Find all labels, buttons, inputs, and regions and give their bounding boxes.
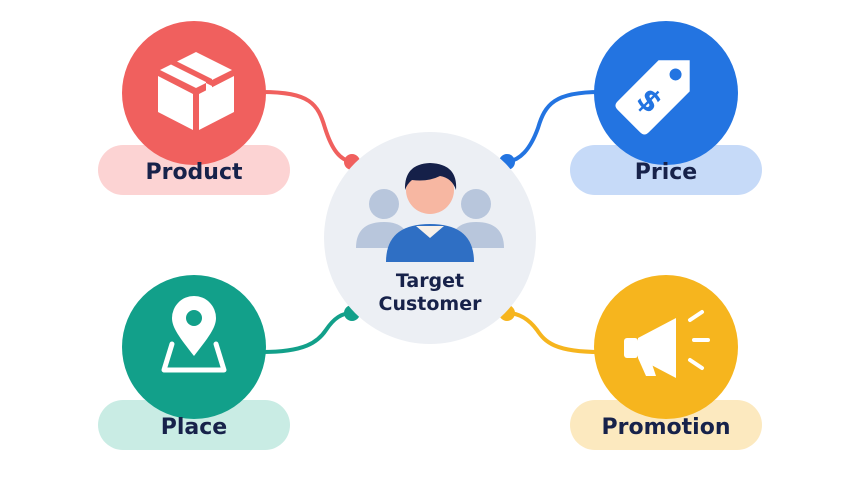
label-pill-promotion xyxy=(570,400,762,450)
node-price: $ Price xyxy=(570,21,762,195)
connector-place xyxy=(260,311,354,354)
node-product: Product xyxy=(98,21,290,195)
connector-price xyxy=(505,90,602,164)
box-icon xyxy=(158,52,234,130)
megaphone-icon xyxy=(624,310,710,378)
location-pin-icon xyxy=(161,296,227,373)
label-pill-product xyxy=(98,145,290,195)
connector-promotion xyxy=(505,311,602,354)
connector-product xyxy=(260,90,354,164)
center-node: Target Customer xyxy=(324,132,536,344)
circle-product xyxy=(122,21,266,165)
label-pill-price xyxy=(570,145,762,195)
label-price: Price xyxy=(635,160,697,185)
node-promotion: Promotion xyxy=(570,275,762,450)
center-label-line2: Customer xyxy=(379,293,483,315)
label-product: Product xyxy=(145,160,243,185)
center-label-line1: Target xyxy=(396,270,464,292)
label-pill-place xyxy=(98,400,290,450)
label-promotion: Promotion xyxy=(602,415,731,440)
label-place: Place xyxy=(161,415,227,440)
node-place: Place xyxy=(98,275,290,450)
price-tag-icon: $ xyxy=(615,60,690,135)
customer-group-icon xyxy=(356,163,504,262)
